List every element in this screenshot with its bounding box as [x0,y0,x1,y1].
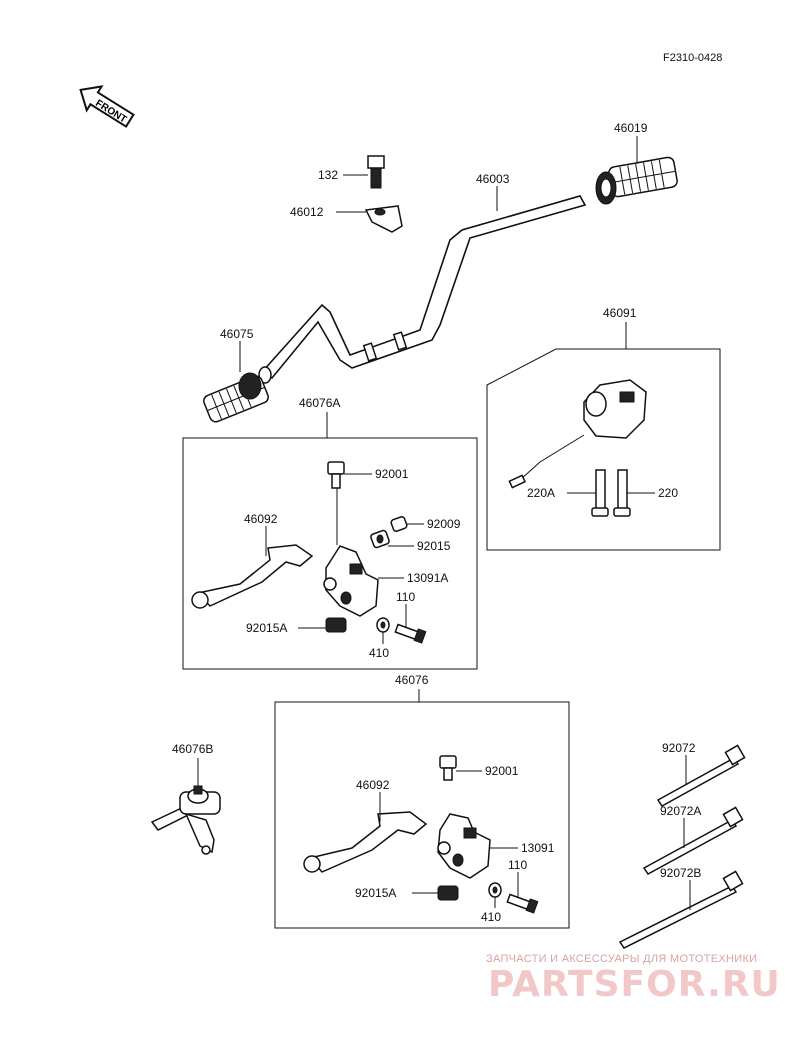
label-46076B: 46076B [172,742,213,756]
lever-holder-13091 [437,813,491,879]
nut-92015 [370,529,390,549]
adjuster-92009 [390,516,408,532]
label-92009: 92009 [427,517,461,531]
label-92015: 92015 [417,539,451,553]
bolt-132 [367,155,385,189]
cable-tie-92072 [656,744,746,807]
label-46075: 46075 [220,327,254,341]
choke-lever-46076B [150,785,221,855]
label-46091: 46091 [603,306,637,320]
handlebar [258,195,587,384]
front-arrow-icon: FRONT [79,85,135,128]
handlebar-switch [508,379,647,489]
screw-220 [613,469,631,517]
label-13091A: 13091A [407,571,448,585]
washer-410-A [376,617,390,633]
left-grip [203,372,269,423]
label-46076A: 46076A [299,396,340,410]
label-110-top: 110 [396,590,415,604]
label-46092-bot: 46092 [356,778,390,792]
pivot-bolt-92001 [439,755,457,781]
label-92072B: 92072B [660,866,701,880]
label-220: 220 [658,486,678,500]
watermark-logo: PARTSFOR.RU [488,964,781,1005]
label-46019: 46019 [614,121,648,135]
bolt-110 [506,893,539,914]
bolt-110-A [394,623,427,644]
label-92015A-bot: 92015A [355,886,396,900]
cap-92015A-A [325,617,347,633]
cable-tie-92072A [642,806,744,875]
switch-assembly-box [486,348,721,551]
label-46092-top: 46092 [244,512,278,526]
label-92072: 92072 [662,741,696,755]
pivot-bolt-92001-A [327,461,345,489]
label-13091: 13091 [521,841,555,855]
lever-46092 [303,811,428,873]
cable-tie-92072B [618,870,744,949]
watermark-tagline: ЗАПЧАСТИ И АКСЕССУАРЫ ДЛЯ МОТОТЕХНИКИ [486,953,757,965]
label-92015A-top: 92015A [246,621,287,635]
label-410-bot: 410 [481,910,501,924]
label-92072A: 92072A [660,804,701,818]
lever-holder-13091A [323,545,379,617]
right-grip [595,156,678,205]
lever-assembly-A-box [182,437,478,670]
diagram-code: F2310-0428 [663,52,722,64]
label-46076: 46076 [395,673,429,687]
clamp-46012 [364,205,403,233]
label-46012: 46012 [290,205,324,219]
lever-46092-A [191,544,314,609]
label-410-top: 410 [369,646,389,660]
label-46003: 46003 [476,172,510,186]
label-220A: 220A [527,486,555,500]
label-92001-bot: 92001 [485,764,519,778]
label-110-bot: 110 [508,858,527,872]
lever-assembly-box [274,701,570,929]
cap-92015A [437,885,459,901]
label-132: 132 [318,168,338,182]
screw-220A [591,469,609,517]
washer-410 [488,882,502,898]
label-92001-top: 92001 [375,467,409,481]
